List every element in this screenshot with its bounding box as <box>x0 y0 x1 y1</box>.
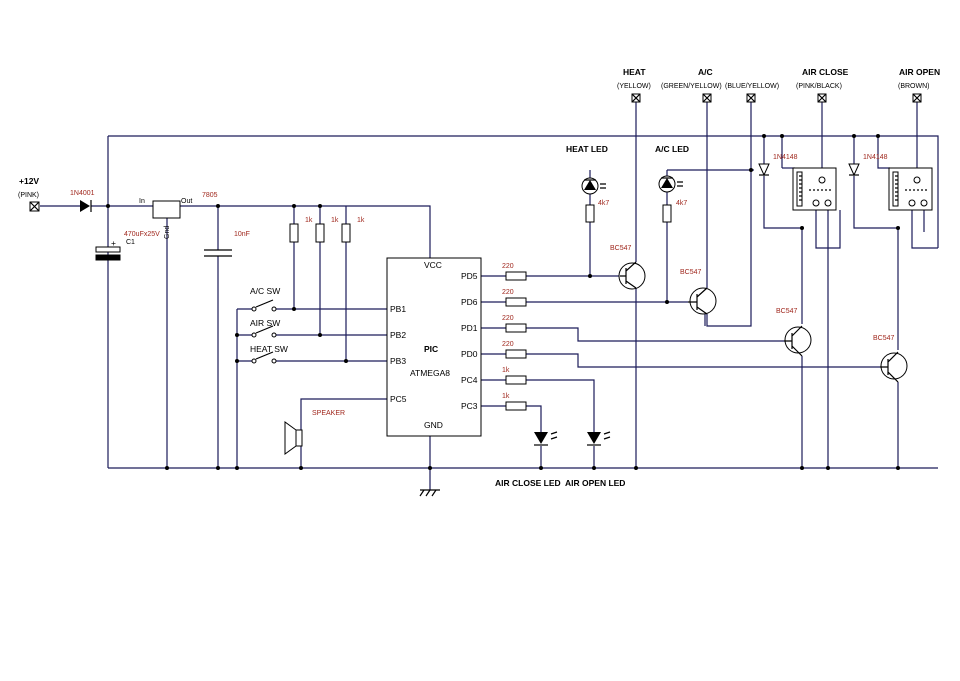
svg-text:1k: 1k <box>331 217 339 224</box>
ground-symbol <box>419 489 440 497</box>
led-ac: A/C LED 4k7 <box>655 144 689 223</box>
output-ac: A/C (GREEN/YELLOW) (BLUE/YELLOW) <box>661 67 779 103</box>
svg-text:C1: C1 <box>126 239 135 246</box>
transistor-q3: BC547 <box>776 308 812 357</box>
regulator-7805: In Out Gnd 7805 <box>139 192 218 239</box>
svg-text:220: 220 <box>502 263 514 270</box>
svg-text:1N4148: 1N4148 <box>863 154 888 161</box>
svg-text:1k: 1k <box>502 393 510 400</box>
power-input: +12V (PINK) <box>18 176 40 212</box>
capacitor-10nf: 10nF <box>204 231 250 257</box>
svg-text:PD6: PD6 <box>461 297 478 307</box>
capacitor-c1: + 470uFx25V C1 <box>95 231 160 261</box>
svg-text:(GREEN/YELLOW): (GREEN/YELLOW) <box>661 83 722 90</box>
svg-text:PD0: PD0 <box>461 349 478 359</box>
svg-text:AIR SW: AIR SW <box>250 318 280 328</box>
svg-text:AIR OPEN: AIR OPEN <box>899 67 940 77</box>
svg-text:Gnd: Gnd <box>164 226 171 239</box>
svg-text:PB1: PB1 <box>390 304 406 314</box>
svg-text:PB3: PB3 <box>390 356 406 366</box>
relay-air-close: 1N4148 <box>758 154 837 211</box>
svg-text:BC547: BC547 <box>776 308 798 315</box>
output-air-close: AIR CLOSE (PINK/BLACK) <box>796 67 849 103</box>
diode-1n4001: 1N4001 <box>70 190 95 212</box>
svg-text:220: 220 <box>502 315 514 322</box>
svg-text:10nF: 10nF <box>234 231 250 238</box>
svg-text:(BROWN): (BROWN) <box>898 83 930 90</box>
transistor-q4: BC547 <box>873 335 908 383</box>
svg-text:PD1: PD1 <box>461 323 478 333</box>
svg-text:4k7: 4k7 <box>676 200 687 207</box>
svg-text:1N4001: 1N4001 <box>70 190 95 197</box>
svg-text:4k7: 4k7 <box>598 200 609 207</box>
svg-text:+: + <box>111 238 116 248</box>
wiring <box>40 94 939 490</box>
svg-text:7805: 7805 <box>202 192 218 199</box>
series-resistors: 220 220 220 220 1k 1k <box>502 263 527 411</box>
svg-text:VCC: VCC <box>424 260 442 270</box>
svg-text:AIR OPEN LED: AIR OPEN LED <box>565 478 625 488</box>
led-air-close: AIR CLOSE LED <box>495 431 561 488</box>
transistor-q2: BC547 <box>680 269 717 315</box>
led-heat: HEAT LED 4k7 <box>566 144 609 223</box>
svg-text:HEAT LED: HEAT LED <box>566 144 608 154</box>
svg-text:220: 220 <box>502 289 514 296</box>
svg-text:PD5: PD5 <box>461 271 478 281</box>
relay-air-open: 1N4148 <box>848 154 933 211</box>
output-air-open: AIR OPEN (BROWN) <box>898 67 940 103</box>
svg-text:AIR CLOSE: AIR CLOSE <box>802 67 849 77</box>
svg-text:PC4: PC4 <box>461 375 478 385</box>
svg-text:AIR CLOSE LED: AIR CLOSE LED <box>495 478 561 488</box>
svg-text:(BLUE/YELLOW): (BLUE/YELLOW) <box>725 83 779 90</box>
svg-text:SPEAKER: SPEAKER <box>312 410 345 417</box>
mcu-atmega8: VCC GND PIC ATMEGA8 PB1 PB2 PB3 PC5 PD5 … <box>386 257 482 437</box>
pullup-resistors: 1k 1k 1k <box>289 217 365 243</box>
svg-text:ATMEGA8: ATMEGA8 <box>410 368 450 378</box>
svg-text:Out: Out <box>181 198 192 205</box>
svg-text:GND: GND <box>424 420 443 430</box>
svg-text:A/C: A/C <box>698 67 713 77</box>
svg-text:In: In <box>139 198 145 205</box>
svg-text:HEAT SW: HEAT SW <box>250 344 288 354</box>
svg-text:220: 220 <box>502 341 514 348</box>
svg-text:(PINK): (PINK) <box>18 192 39 199</box>
svg-text:PB2: PB2 <box>390 330 406 340</box>
switches: A/C SW AIR SW HEAT SW <box>250 286 288 364</box>
svg-text:1N4148: 1N4148 <box>773 154 798 161</box>
svg-text:BC547: BC547 <box>610 245 632 252</box>
output-heat: HEAT (YELLOW) <box>617 67 651 103</box>
transistor-q1: BC547 <box>610 245 646 290</box>
svg-text:PIC: PIC <box>424 344 438 354</box>
svg-text:(YELLOW): (YELLOW) <box>617 83 651 90</box>
svg-text:BC547: BC547 <box>680 269 702 276</box>
led-air-open: AIR OPEN LED <box>565 431 625 488</box>
svg-text:A/C LED: A/C LED <box>655 144 689 154</box>
junctions <box>106 134 900 470</box>
speaker: SPEAKER <box>284 410 345 455</box>
svg-text:BC547: BC547 <box>873 335 895 342</box>
svg-text:(PINK/BLACK): (PINK/BLACK) <box>796 83 842 90</box>
svg-text:A/C SW: A/C SW <box>250 286 280 296</box>
svg-text:HEAT: HEAT <box>623 67 646 77</box>
svg-text:1k: 1k <box>305 217 313 224</box>
svg-text:PC5: PC5 <box>390 394 407 404</box>
svg-text:470uFx25V: 470uFx25V <box>124 231 160 238</box>
svg-text:PC3: PC3 <box>461 401 478 411</box>
svg-text:+12V: +12V <box>19 176 39 186</box>
svg-text:1k: 1k <box>502 367 510 374</box>
svg-text:1k: 1k <box>357 217 365 224</box>
